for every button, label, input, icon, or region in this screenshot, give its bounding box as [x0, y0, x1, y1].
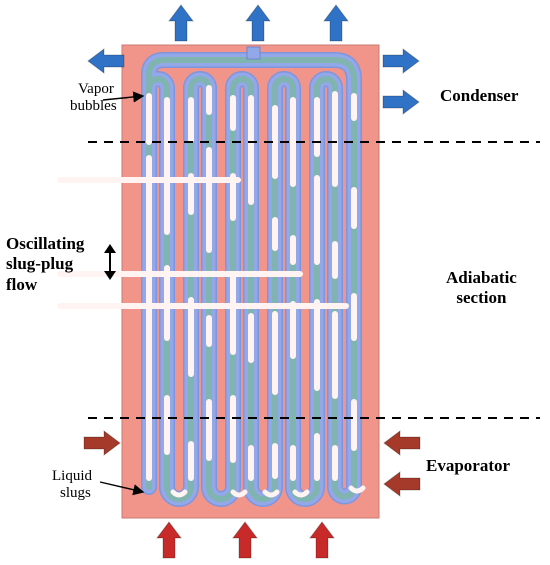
vapor-bubble	[262, 489, 280, 498]
fill-port	[246, 46, 261, 60]
double-headed-arrow-icon	[104, 244, 116, 280]
arrow-out-icon	[168, 4, 194, 42]
liquid-slugs-pointer	[99, 481, 145, 496]
arrow-out-icon	[382, 89, 420, 115]
liquid-slugs-line-1: Liquid	[52, 468, 92, 484]
liquid-slugs-label: Liquid slugs	[52, 468, 92, 503]
arrow-out-icon	[87, 48, 125, 74]
adiabatic-section-label: Adiabatic section	[446, 268, 517, 309]
liquid-slugs-line-2: slugs	[60, 485, 91, 502]
vapor-bubbles-line-1: Vapor	[78, 81, 114, 97]
evaporator-label: Evaporator	[426, 456, 511, 475]
vapor-bubbles-label: Vapor bubbles	[70, 81, 117, 116]
vapor-bubble	[230, 489, 248, 498]
arrow-in-icon	[383, 471, 421, 497]
vapor-bubble	[170, 489, 188, 498]
arrow-out-icon	[382, 48, 420, 74]
oscillating-flow-label: Oscillating slug-plug flow	[6, 234, 84, 295]
condenser-label: Condenser	[440, 86, 519, 105]
adiabatic-line-1: Adiabatic	[446, 268, 517, 287]
arrow-in-icon	[232, 521, 258, 559]
oscillating-flow-line-2: slug-plug	[6, 254, 74, 274]
adiabatic-line-2: section	[456, 288, 507, 308]
arrow-in-icon	[383, 430, 421, 456]
vapor-bubble	[292, 489, 310, 498]
arrow-in-icon	[83, 430, 121, 456]
oscillating-flow-line-3: flow	[6, 274, 38, 294]
arrow-in-icon	[309, 521, 335, 559]
arrow-in-icon	[156, 521, 182, 559]
vapor-bubbles	[57, 85, 366, 498]
vapor-bubbles-line-2: bubbles	[70, 98, 117, 115]
oscillating-flow-line-1: Oscillating	[6, 234, 85, 253]
vapor-bubbles-pointer	[102, 91, 145, 103]
vapor-bubble	[348, 485, 366, 494]
arrow-out-icon	[245, 4, 271, 42]
arrow-out-icon	[323, 4, 349, 42]
